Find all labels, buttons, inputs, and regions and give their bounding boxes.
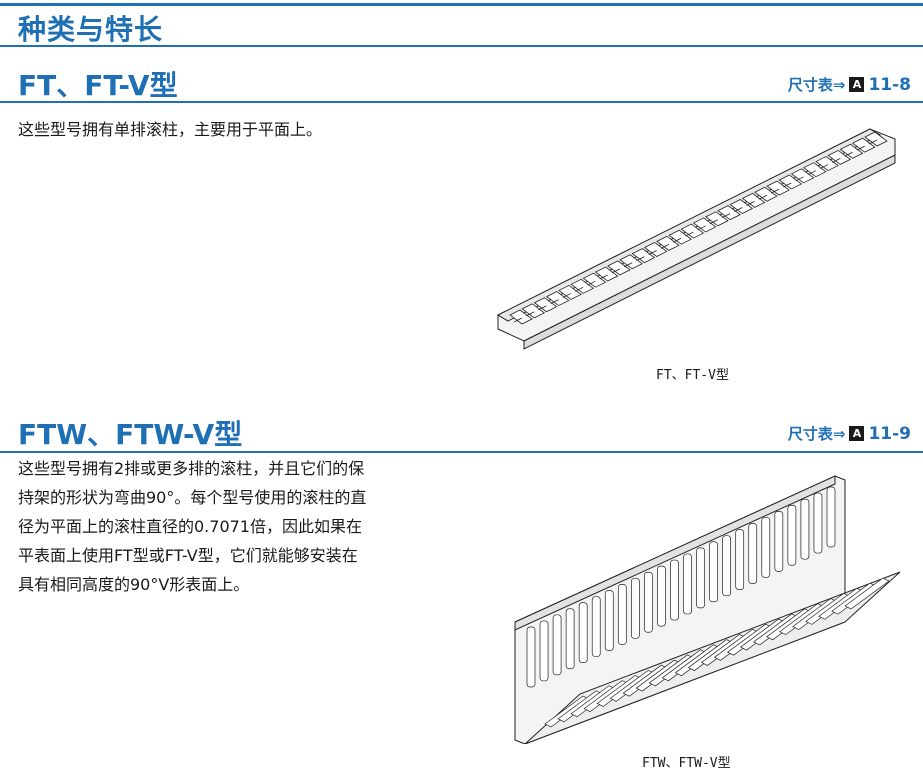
ref-label: 尺寸表⇒ [787, 425, 846, 443]
header-bottom-rule [0, 45, 923, 47]
single-row-roller-cage-illustration [496, 128, 896, 350]
page-header: 种类与特长 [0, 0, 923, 50]
dimension-table-link-ft[interactable]: 尺寸表⇒ A 11-8 [788, 74, 911, 95]
figure-caption-ft: FT、FT-V型 [656, 368, 729, 383]
text-line: 持架的形状为弯曲90°。每个型号使用的滚柱的直 [18, 488, 367, 507]
text-line: 平表面上使用FT型或FT-V型，它们就能够安装在 [18, 546, 358, 565]
section-title-ftw: FTW、FTW-V型 [18, 418, 243, 451]
figure-caption-ftw: FTW、FTW-V型 [642, 756, 731, 771]
section-title-ft: FT、FT-V型 [18, 69, 178, 102]
text-line: 这些型号拥有2排或更多排的滚柱，并且它们的保 [18, 459, 365, 478]
section-text-ftw: 这些型号拥有2排或更多排的滚柱，并且它们的保 持架的形状为弯曲90°。每个型号使… [18, 454, 366, 599]
ref-badge: A [849, 426, 865, 441]
v-shaped-roller-cage-illustration [514, 475, 901, 744]
header-top-rule [0, 3, 923, 6]
page-title: 种类与特长 [18, 13, 164, 46]
section-rule-ft [0, 101, 923, 103]
ref-number: 11-8 [868, 74, 911, 95]
text-line: 具有相同高度的90°V形表面上。 [18, 575, 250, 594]
ref-badge: A [849, 77, 865, 92]
ref-number: 11-9 [868, 423, 911, 444]
text-line: 径为平面上的滚柱直径的0.7071倍，因此如果在 [18, 517, 362, 536]
section-rule-ftw [0, 451, 923, 453]
ref-label: 尺寸表⇒ [787, 76, 846, 94]
section-text-ft: 这些型号拥有单排滚柱，主要用于平面上。 [18, 120, 323, 139]
dimension-table-link-ftw[interactable]: 尺寸表⇒ A 11-9 [788, 423, 911, 444]
